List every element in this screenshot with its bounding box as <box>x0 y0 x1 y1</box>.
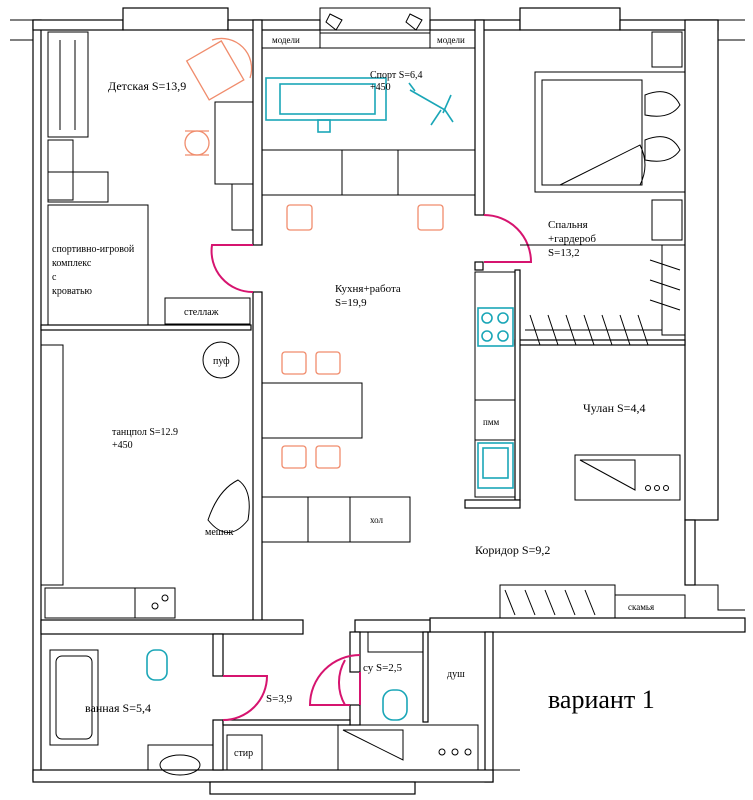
kitchen-counter <box>474 271 516 498</box>
bath-sink-box <box>147 744 214 771</box>
kids-furniture <box>47 31 254 326</box>
kids-armchair <box>185 37 253 101</box>
kids-wardrobe <box>47 31 89 138</box>
dining-chairs <box>281 204 444 469</box>
bathtub <box>49 649 99 746</box>
closet-washer-unit <box>574 454 681 501</box>
sport-armchairs <box>319 7 431 34</box>
wc-toilet <box>382 689 408 721</box>
label-dishwasher: пмм <box>483 417 500 427</box>
labels: Детская S=13,9 спортивно-игровой комплек… <box>52 35 655 759</box>
kitchen-lower-counter <box>261 496 411 543</box>
label-kitchen-2: S=19,9 <box>335 297 367 309</box>
label-wc: су S=2,5 <box>363 662 403 674</box>
label-bedroom-3: S=13,2 <box>548 247 580 259</box>
pouf-shape <box>202 341 240 379</box>
wc-sink <box>367 631 424 653</box>
label-models-left: модели <box>272 35 300 45</box>
bedroom-furniture <box>520 31 686 346</box>
cooktop <box>477 307 514 347</box>
kids-sport-complex <box>47 204 149 326</box>
label-kids: Детская S=13,9 <box>108 79 186 93</box>
variant-title: вариант 1 <box>548 685 655 714</box>
corridor-furniture <box>499 584 686 619</box>
doors <box>210 214 533 721</box>
bed <box>534 71 686 193</box>
bathroom-furniture <box>49 631 479 776</box>
dancefloor-furniture <box>40 344 176 619</box>
label-laundry-area: S=3,9 <box>266 693 293 705</box>
label-bath: ванная S=5,4 <box>85 701 151 715</box>
shelf-box <box>164 297 251 325</box>
closet-furniture <box>574 454 681 501</box>
label-bench: скамья <box>628 602 654 612</box>
label-kids-complex-2: комплекс <box>52 258 92 269</box>
label-pouf: пуф <box>213 356 230 367</box>
label-bedroom-1: Спальня <box>548 219 588 231</box>
exercise-bike <box>408 82 454 126</box>
label-fridge: хол <box>370 515 384 525</box>
label-sport-1: Спорт S=6,4 <box>370 70 422 81</box>
label-kids-complex-3: с <box>52 272 57 283</box>
kitchen-furniture <box>202 204 516 543</box>
door-wc <box>308 654 361 706</box>
kitchen-sink <box>477 442 514 489</box>
bedroom-wardrobe-hangers <box>525 259 681 346</box>
label-closet: Чулан S=4,4 <box>583 401 645 415</box>
label-sport-2: +450 <box>370 82 391 93</box>
bench-box <box>614 594 686 619</box>
washer-box <box>226 734 263 771</box>
label-kids-complex-1: спортивно-игровой <box>52 244 135 255</box>
label-shower: душ <box>447 669 465 680</box>
label-dance-1: танцпол S=12.9 <box>112 427 178 438</box>
label-kids-complex-4: кроватью <box>52 286 93 297</box>
bath-toilet <box>146 649 168 681</box>
label-kitchen-1: Кухня+работа <box>335 283 401 295</box>
interior-walls <box>40 19 686 771</box>
label-corridor: Коридор S=9,2 <box>475 543 550 557</box>
dining-table <box>261 382 363 439</box>
corridor-shoe-rack <box>499 584 616 619</box>
label-bedroom-2: +гардероб <box>548 233 596 245</box>
label-washer: стир <box>234 748 253 759</box>
label-dance-2: +450 <box>112 440 133 451</box>
laundry-counter <box>337 724 479 771</box>
sport-furniture <box>261 7 476 196</box>
door-bath <box>222 675 269 721</box>
kids-stool <box>184 130 210 156</box>
door-kids <box>210 244 254 294</box>
door-bedroom <box>483 214 533 263</box>
label-models-right: модели <box>437 35 465 45</box>
label-shelf: стеллаж <box>184 307 219 318</box>
beanbag-shape <box>207 479 250 533</box>
label-beanbag: мешок <box>205 527 233 538</box>
